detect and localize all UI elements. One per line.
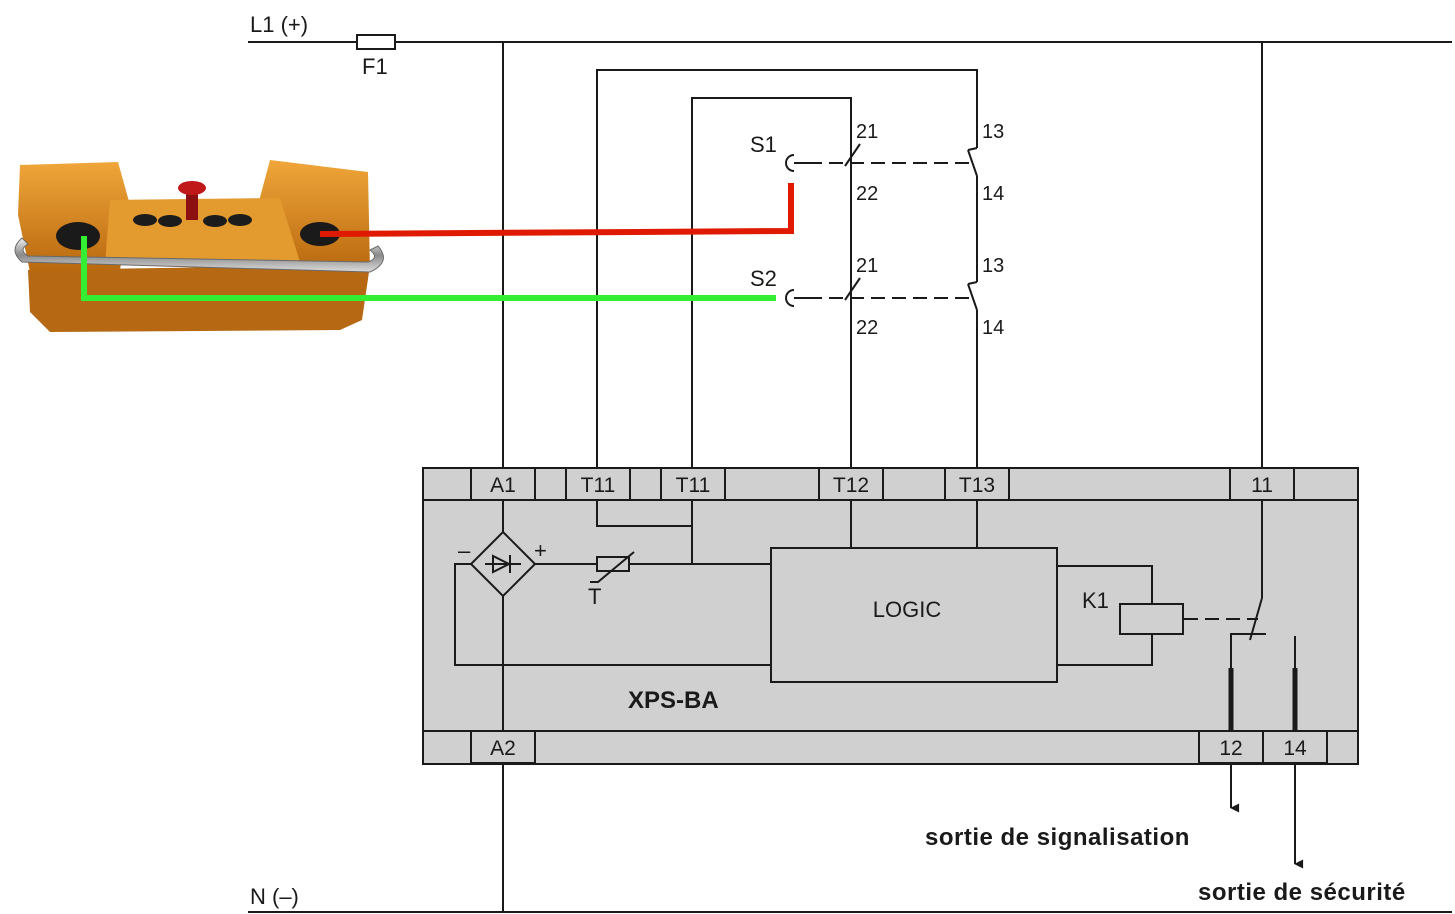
fuse-label: F1 bbox=[362, 54, 388, 79]
terminal-12-label: 12 bbox=[1219, 737, 1242, 760]
circuit-wiring bbox=[502, 42, 1263, 912]
switch-s1: S1 21 22 13 14 bbox=[750, 121, 1004, 205]
output-contacts bbox=[1228, 500, 1298, 731]
terminal-t12: T12 bbox=[818, 467, 884, 501]
terminal-a2-label: A2 bbox=[490, 737, 516, 760]
fuse-f1: F1 bbox=[356, 34, 396, 79]
switch-s2: S2 21 22 13 14 bbox=[750, 255, 1004, 339]
xps-ba-module: A1 T11 T11 T12 T13 11 A2 12 bbox=[422, 467, 1359, 765]
s1-no-bottom-terminal: 14 bbox=[982, 183, 1004, 205]
s2-no-top-terminal: 13 bbox=[982, 255, 1004, 277]
terminal-t11-b: T11 bbox=[660, 467, 726, 501]
switch-s1-label: S1 bbox=[750, 132, 777, 157]
switch-s2-label: S2 bbox=[750, 266, 777, 291]
terminal-t11-a: T11 bbox=[565, 467, 631, 501]
terminal-a1: A1 bbox=[470, 467, 536, 501]
rectifier-minus-label: – bbox=[458, 538, 471, 563]
terminal-t13-label: T13 bbox=[959, 474, 995, 497]
terminal-t12-label: T12 bbox=[833, 474, 869, 497]
s1-red-wire bbox=[319, 183, 794, 237]
s1-nc-top-terminal: 21 bbox=[856, 121, 878, 143]
logic-label: LOGIC bbox=[873, 597, 942, 622]
negative-rail-label: N (–) bbox=[250, 884, 299, 909]
s1-nc-bottom-terminal: 22 bbox=[856, 183, 878, 205]
outputs: sortie de signalisation sortie de sécuri… bbox=[925, 763, 1406, 906]
terminal-11-label: 11 bbox=[1251, 474, 1273, 497]
terminal-t13: T13 bbox=[944, 467, 1010, 501]
thermistor-label: T bbox=[588, 584, 601, 609]
relay-k1: K1 bbox=[1082, 588, 1258, 635]
s2-nc-top-terminal: 21 bbox=[856, 255, 878, 277]
safety-output-label: sortie de sécurité bbox=[1198, 879, 1406, 906]
supply-rails: L1 (+) N (–) bbox=[248, 12, 1452, 913]
terminal-t11b-label: T11 bbox=[676, 474, 711, 497]
terminal-12: 12 bbox=[1198, 730, 1264, 764]
terminal-14: 14 bbox=[1262, 730, 1328, 764]
thermistor: T bbox=[588, 551, 635, 609]
terminal-t11a-label: T11 bbox=[581, 474, 616, 497]
terminal-11: 11 bbox=[1229, 467, 1295, 501]
s2-green-wire bbox=[81, 236, 776, 301]
positive-rail-label: L1 (+) bbox=[250, 12, 308, 37]
rectifier-bridge: – + bbox=[458, 530, 547, 598]
s1-no-top-terminal: 13 bbox=[982, 121, 1004, 143]
s2-nc-bottom-terminal: 22 bbox=[856, 317, 878, 339]
signal-output-label: sortie de signalisation bbox=[925, 824, 1190, 851]
module-name-label: XPS-BA bbox=[628, 687, 719, 714]
terminal-a1-label: A1 bbox=[490, 474, 516, 497]
relay-label: K1 bbox=[1082, 588, 1109, 613]
terminal-a2: A2 bbox=[470, 730, 536, 764]
rectifier-plus-label: + bbox=[534, 538, 547, 563]
foot-pedal-image bbox=[14, 160, 384, 332]
terminal-14-label: 14 bbox=[1283, 737, 1307, 760]
s2-no-bottom-terminal: 14 bbox=[982, 317, 1004, 339]
logic-block: LOGIC bbox=[770, 547, 1058, 683]
